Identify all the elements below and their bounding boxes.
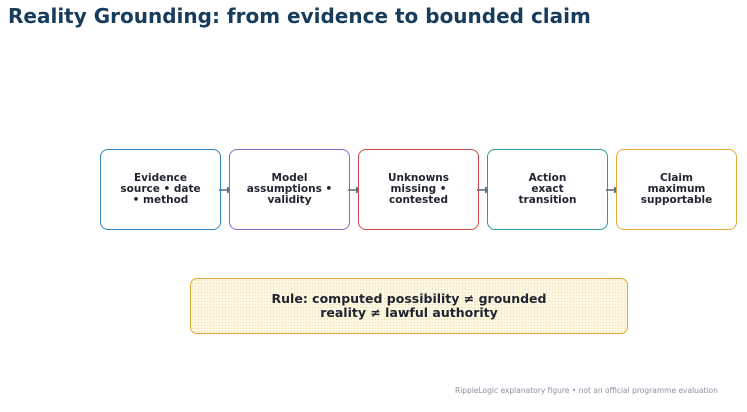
claim-box-label: Claim maximum supportable bbox=[640, 172, 713, 206]
unknowns-box-label: Unknowns missing • contested bbox=[387, 172, 450, 206]
model-box-label: Model assumptions • validity bbox=[246, 172, 333, 206]
evidence-box: Evidence source • date • method bbox=[100, 149, 221, 230]
action-box-label: Action exact transition bbox=[518, 172, 577, 206]
model-box: Model assumptions • validity bbox=[229, 149, 350, 230]
page-title: Reality Grounding: from evidence to boun… bbox=[8, 4, 591, 28]
evidence-box-label: Evidence source • date • method bbox=[120, 172, 201, 206]
footer-note: RippleLogic explanatory figure • not an … bbox=[455, 386, 718, 395]
rule-text: Rule: computed possibility ≠ grounded re… bbox=[271, 291, 547, 320]
action-box: Action exact transition bbox=[487, 149, 608, 230]
unknowns-box: Unknowns missing • contested bbox=[358, 149, 479, 230]
rule-callout: Rule: computed possibility ≠ grounded re… bbox=[190, 278, 628, 334]
claim-box: Claim maximum supportable bbox=[616, 149, 737, 230]
